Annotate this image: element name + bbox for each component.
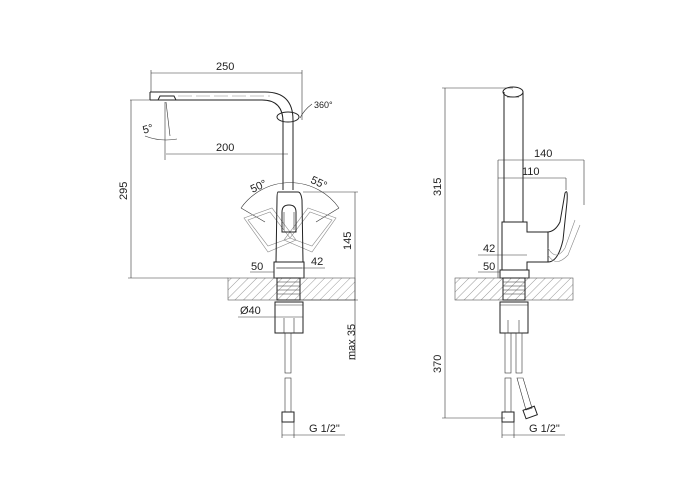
side-nut: [499, 301, 529, 334]
front-body: [273, 191, 305, 279]
dim-label: 110: [522, 166, 540, 178]
front-countertop: [227, 277, 356, 301]
dim-label: G 1/2": [529, 423, 560, 435]
dim-label: 315: [432, 178, 444, 196]
side-body: [499, 191, 581, 279]
dim-label: 370: [432, 355, 444, 373]
dim-5deg: 5°: [141, 101, 178, 160]
dim-140-110: 140 110: [497, 148, 585, 278]
dim-label: 5°: [141, 122, 154, 136]
dim-label: 295: [118, 182, 130, 200]
dim-label: 42: [483, 243, 495, 255]
dim-label: G 1/2": [309, 423, 340, 435]
dim-label: 42: [311, 256, 323, 268]
dim-label: max 35: [346, 324, 358, 360]
dim-label: 140: [534, 148, 552, 160]
dim-label: 55°: [309, 174, 329, 192]
dim-370: 370: [432, 300, 505, 419]
dim-315: 315: [432, 87, 513, 300]
dim-360: 360°: [299, 100, 333, 119]
dim-label: 50°: [249, 178, 269, 196]
dim-label: 250: [216, 61, 234, 73]
aerator-icon: [157, 95, 177, 101]
side-view: 315 140 110 42 50: [432, 86, 585, 438]
front-nut: Ø40: [238, 301, 304, 334]
lever-swing: 50° 55°: [240, 174, 340, 253]
dim-label: 50: [251, 261, 263, 273]
dim-label: 50: [483, 261, 495, 273]
front-spout: [149, 91, 300, 190]
dim-50-42: 50 42: [250, 256, 325, 273]
dim-label: 360°: [314, 100, 333, 110]
dim-max35: max 35: [300, 299, 358, 360]
dim-295: 295: [118, 99, 228, 279]
side-hoses: G 1/2": [501, 332, 565, 438]
dim-200: 200: [166, 142, 288, 155]
dim-42-50-side: 42 50: [478, 243, 527, 273]
dim-250: 250: [150, 61, 303, 120]
side-countertop: [454, 277, 574, 301]
front-view: 250 360° 5° 200 295 50° 55°: [118, 61, 358, 438]
front-hose: G 1/2": [281, 332, 345, 438]
dim-label: Ø40: [240, 305, 261, 317]
dim-label: 200: [216, 142, 234, 154]
dim-label: 145: [342, 232, 354, 250]
side-spout: [502, 86, 524, 222]
